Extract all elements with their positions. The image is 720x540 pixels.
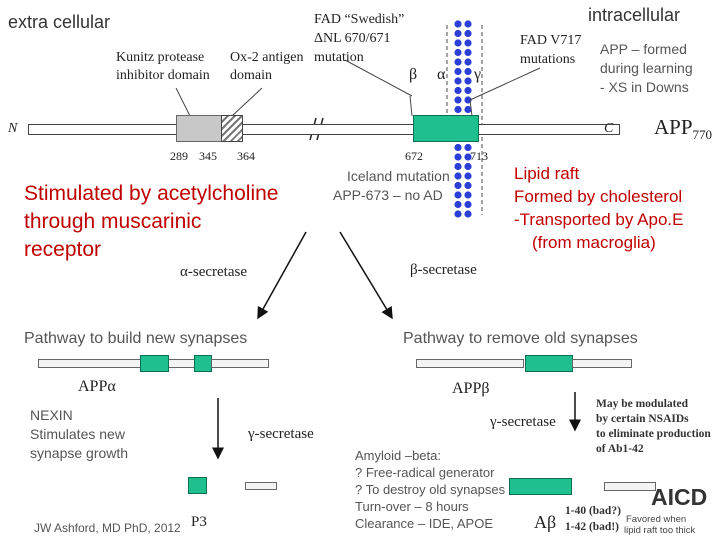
membrane-bead <box>454 200 462 209</box>
abeta-fragment <box>509 478 572 495</box>
alpha-pathway-arrow <box>257 231 307 320</box>
intracellular-label: intracellular <box>588 5 681 25</box>
app-beta-fragment-chain <box>416 359 524 368</box>
ctf-beta-abeta-part <box>525 355 573 372</box>
membrane-bead <box>454 58 462 66</box>
membrane-bead <box>464 162 472 171</box>
abeta-region <box>413 115 479 142</box>
gamma-secretase-right-label: γ-secretase <box>490 414 556 430</box>
alpha-secretase-label: α-secretase <box>180 264 247 280</box>
position-364: 364 <box>237 149 255 163</box>
membrane-bead <box>464 210 472 218</box>
abeta-variants: 1-40 (bad?)1-42 (bad!) <box>565 505 621 533</box>
gamma-secretase-left-label: γ-secretase <box>248 426 314 442</box>
membrane-bead <box>464 86 472 95</box>
app-alpha-label: APPα <box>78 378 116 395</box>
membrane-bead <box>454 191 462 199</box>
membrane-bead <box>454 143 462 152</box>
membrane-bead <box>464 67 472 76</box>
position-345: 345 <box>199 149 217 163</box>
membrane-bead <box>464 172 472 180</box>
swedish-pointer-2 <box>409 95 413 117</box>
membrane-bead <box>464 29 472 38</box>
app770-label: APP770 <box>654 115 713 143</box>
beta-pathway-arrow <box>339 231 393 320</box>
ctf-alpha-chain <box>211 359 269 368</box>
beta-secretase-label: β-secretase <box>410 262 477 278</box>
membrane-bead <box>454 181 462 190</box>
membrane-stub-alpha <box>194 355 212 372</box>
aicd-fragment-right <box>604 482 656 491</box>
membrane-bead <box>454 48 462 57</box>
position-713: 713 <box>470 149 488 163</box>
kunitz-pointer <box>175 87 191 117</box>
membrane-bead <box>464 143 472 152</box>
membrane-bead <box>464 39 472 47</box>
membrane-bead <box>454 153 462 161</box>
membrane-bead <box>464 191 472 199</box>
aicd-label: AICD <box>651 484 708 510</box>
membrane-bead <box>454 86 462 95</box>
membrane-bead <box>454 29 462 38</box>
extra-cellular-label: extra cellular <box>8 12 111 32</box>
swedish-pointer <box>344 59 413 97</box>
p3-fragment <box>188 477 207 494</box>
beta-cleavage-symbol: β <box>409 66 418 83</box>
membrane-bead <box>454 39 462 47</box>
v717-pointer-2 <box>469 99 473 117</box>
n-terminus: N <box>8 121 18 136</box>
author-credit: JW Ashford, MD PhD, 2012 <box>34 521 181 535</box>
membrane-bead <box>454 67 462 76</box>
position-672: 672 <box>405 149 423 163</box>
membrane-bead <box>454 20 462 28</box>
membrane-bead <box>454 96 462 104</box>
alpha-cleavage-symbol: α <box>437 66 446 83</box>
pathway-remove-label: Pathway to remove old synapses <box>403 330 638 347</box>
v717-pointer <box>469 67 541 101</box>
gamma-cleavage-symbol: γ <box>474 66 482 83</box>
membrane-bead <box>464 48 472 57</box>
membrane-bead <box>464 58 472 66</box>
ox2-pointer <box>231 87 263 117</box>
app-chain <box>28 124 620 135</box>
aicd-fragment-left <box>245 482 277 490</box>
ox2-domain <box>221 115 243 142</box>
membrane-bead <box>464 20 472 28</box>
p3-label: P3 <box>191 514 207 530</box>
pathway-build-label: Pathway to build new synapses <box>24 330 248 347</box>
membrane-bead <box>464 77 472 85</box>
amyloid-beta-note: Amyloid –beta:? Free-radical generator? … <box>355 448 506 531</box>
cell-membrane <box>454 20 472 218</box>
membrane-bead <box>454 172 462 180</box>
membrane-bead <box>464 200 472 209</box>
app-alpha-abeta-part <box>140 355 169 372</box>
membrane-bead <box>454 77 462 85</box>
membrane-bead <box>464 181 472 190</box>
membrane-bead <box>454 105 462 114</box>
position-289: 289 <box>170 149 188 163</box>
abeta-label: Aβ <box>534 512 557 532</box>
c-terminus: C <box>604 121 614 136</box>
membrane-bead <box>454 162 462 171</box>
membrane-bead <box>464 105 472 114</box>
ctf-beta-chain <box>572 359 632 368</box>
membrane-bead <box>464 153 472 161</box>
app-beta-label: APPβ <box>452 380 490 397</box>
kunitz-domain <box>176 115 222 142</box>
membrane-bead <box>454 210 462 218</box>
